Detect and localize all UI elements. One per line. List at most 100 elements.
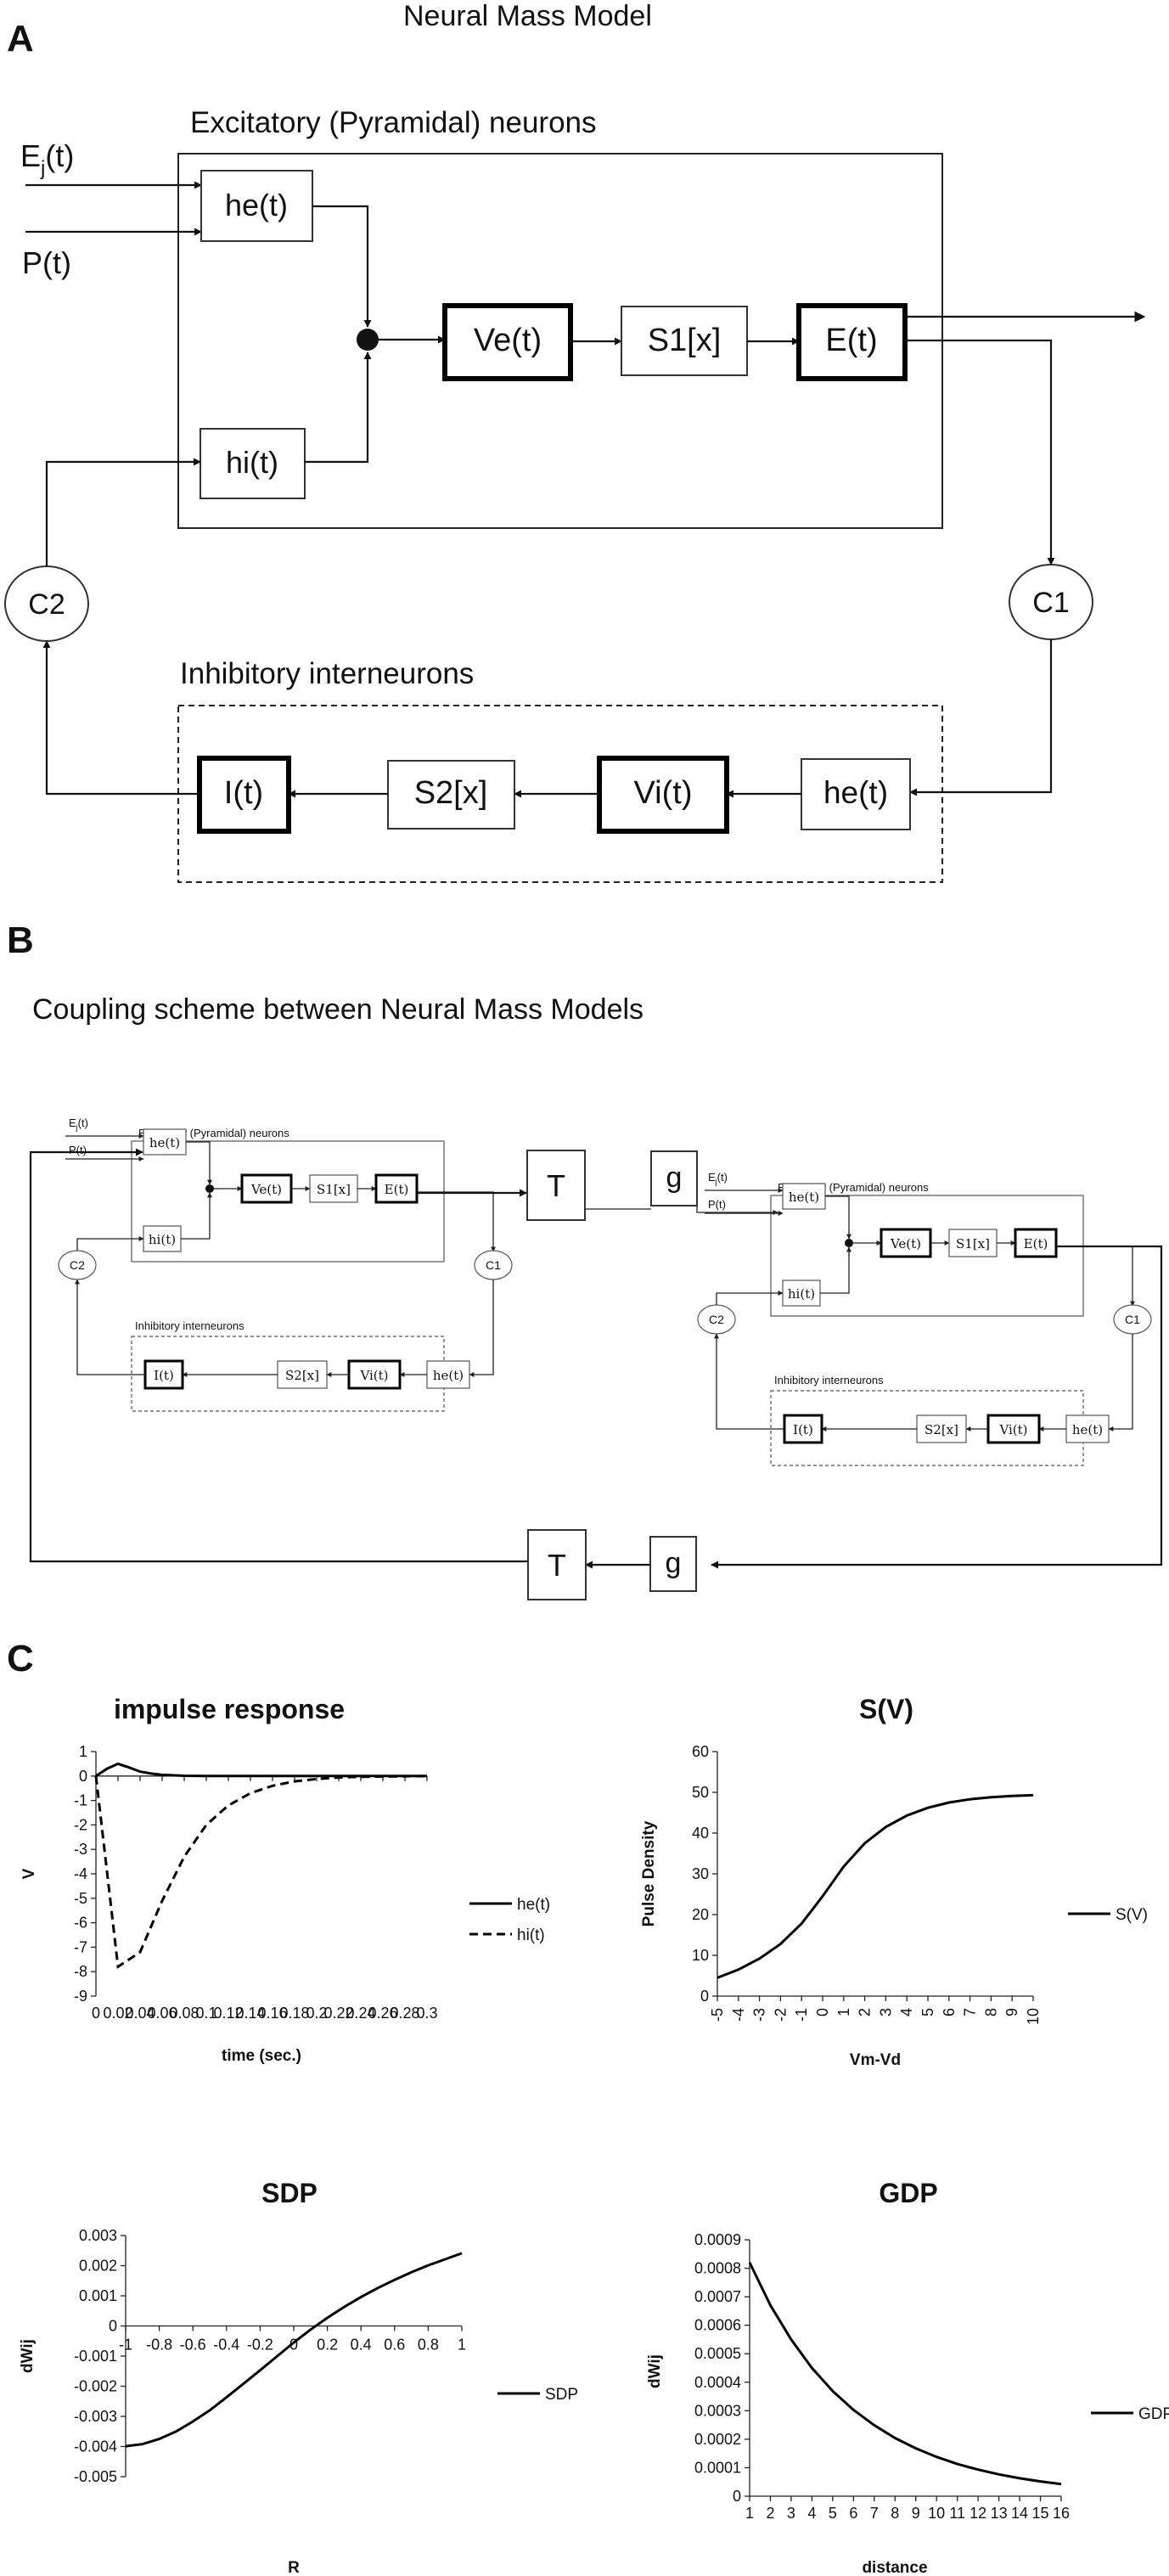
panel-a: A Neural Mass Model Excitatory (Pyramida… <box>4 0 1146 883</box>
x-tick-label: 15 <box>1032 2505 1049 2522</box>
x-tick-label: 0.16 <box>257 2005 287 2022</box>
x-tick-label: -1 <box>793 2008 810 2022</box>
legend-label: GDP <box>1138 2405 1169 2423</box>
y-tick-label: 0.0004 <box>694 2374 741 2391</box>
y-tick-label: 40 <box>692 1825 709 1842</box>
x-tick-label: 16 <box>1053 2505 1070 2522</box>
excitatory-label: Excitatory (Pyramidal) neurons <box>190 106 597 139</box>
x-tick-label: -0.4 <box>213 2337 239 2354</box>
x-tick-label: 7 <box>962 2008 979 2016</box>
x-tick-label: 14 <box>1011 2505 1028 2522</box>
y-tick-label: 0.001 <box>79 2287 117 2304</box>
x-tick-label: 0.04 <box>125 2005 155 2022</box>
ve-box <box>442 303 573 381</box>
x-tick-label: -4 <box>730 2008 747 2022</box>
he-top-box <box>200 170 313 242</box>
x-tick-label: 0 <box>92 2005 100 2022</box>
x-tick-label: 4 <box>898 2008 915 2016</box>
x-axis-label: R <box>288 2559 300 2576</box>
legend-label: SDP <box>545 2386 578 2404</box>
y-tick-label: -0.004 <box>74 2438 117 2455</box>
x-tick-label: 12 <box>969 2505 986 2522</box>
series-line <box>95 1762 427 1778</box>
chart-3: GDPdWijdistance0.00090.00080.00070.00060… <box>646 2178 1169 2576</box>
y-axis-label: Pulse Density <box>640 1820 658 1926</box>
y-tick-label: -1 <box>74 1792 87 1809</box>
summing-junction <box>357 329 379 351</box>
y-tick-label: -8 <box>74 1963 87 1980</box>
x-tick-label: 10 <box>1025 2008 1042 2025</box>
vi-label: Vi(t) <box>634 775 693 811</box>
chart-title: SDP <box>261 2178 318 2208</box>
x-tick-label: -0.6 <box>180 2337 206 2354</box>
e-box <box>796 303 908 381</box>
panel-b-title: Coupling scheme between Neural Mass Mode… <box>32 993 644 1026</box>
x-tick-label: 3 <box>787 2505 795 2522</box>
y-tick-label: 0.0008 <box>694 2260 741 2277</box>
hi-label: hi(t) <box>226 445 278 480</box>
y-tick-label: 10 <box>692 1947 709 1964</box>
x-tick-label: 0.06 <box>147 2005 177 2022</box>
y-tick-label: 30 <box>692 1865 709 1882</box>
x-tick-label: 0.28 <box>390 2005 419 2022</box>
x-tick-label: -0.2 <box>247 2337 273 2354</box>
x-tick-label: 1 <box>458 2337 466 2354</box>
c2-label: C2 <box>28 588 65 621</box>
x-tick-label: -5 <box>709 2008 726 2022</box>
y-tick-label: -7 <box>74 1938 87 1955</box>
x-tick-label: -3 <box>751 2008 768 2022</box>
coupling-gain-bottom-label: g <box>666 1547 682 1579</box>
y-tick-label: 0.0005 <box>694 2345 741 2362</box>
x-tick-label: 6 <box>849 2505 857 2522</box>
y-axis-label: dWij <box>646 2354 664 2388</box>
x-tick-label: 8 <box>891 2505 899 2522</box>
s1-label: S1[x] <box>648 323 722 358</box>
y-tick-label: 0.0006 <box>694 2317 741 2334</box>
x-tick-label: 0.22 <box>323 2005 353 2022</box>
chart-2: SDPdWijR0.0030.0020.0010-0.001-0.002-0.0… <box>19 2178 578 2576</box>
x-tick-label: -1 <box>119 2337 132 2354</box>
x-tick-label: 0 <box>289 2337 298 2354</box>
x-tick-label: 0.1 <box>195 2005 216 2022</box>
panel-c-letter: C <box>7 1638 34 1679</box>
coupling-gain-bottom <box>649 1536 697 1592</box>
y-tick-label: -0.003 <box>74 2408 117 2425</box>
panel-a-title: Neural Mass Model <box>403 0 652 32</box>
y-tick-label: 0.0002 <box>694 2431 741 2448</box>
y-tick-label: 0.0001 <box>694 2459 741 2476</box>
y-tick-label: 0 <box>79 1768 87 1785</box>
x-tick-label: 0.12 <box>213 2005 243 2022</box>
x-tick-label: 8 <box>982 2008 999 2016</box>
y-tick-label: 50 <box>692 1784 709 1801</box>
series-line <box>125 2252 463 2448</box>
x-tick-label: 5 <box>829 2505 837 2522</box>
y-tick-label: 60 <box>692 1743 709 1760</box>
e-label: E(t) <box>825 323 877 358</box>
y-tick-label: -4 <box>74 1865 87 1882</box>
he-top-label: he(t) <box>225 188 288 222</box>
x-tick-label: 2 <box>857 2008 874 2016</box>
y-tick-label: 1 <box>79 1743 87 1760</box>
y-tick-label: 0 <box>733 2488 741 2505</box>
x-tick-label: -2 <box>772 2008 789 2022</box>
y-tick-label: 0.003 <box>79 2227 117 2244</box>
y-tick-label: -5 <box>74 1890 87 1907</box>
x-tick-label: 0.6 <box>384 2337 405 2354</box>
x-tick-label: 5 <box>919 2008 936 2016</box>
x-tick-label: 11 <box>949 2505 965 2522</box>
panel-a-letter: A <box>7 18 34 59</box>
chart-title: GDP <box>879 2178 937 2208</box>
x-tick-label: 7 <box>870 2505 879 2522</box>
coupling-delay-bottom <box>527 1529 587 1600</box>
y-tick-label: -0.002 <box>74 2378 117 2395</box>
x-tick-label: 4 <box>807 2505 816 2522</box>
legend-label: S(V) <box>1116 1906 1148 1924</box>
y-tick-label: 0 <box>700 1988 709 2005</box>
y-tick-label: -6 <box>74 1915 87 1932</box>
x-tick-label: 0.08 <box>169 2005 199 2022</box>
y-tick-label: -0.001 <box>74 2348 117 2365</box>
s2-label: S2[x] <box>414 775 488 811</box>
